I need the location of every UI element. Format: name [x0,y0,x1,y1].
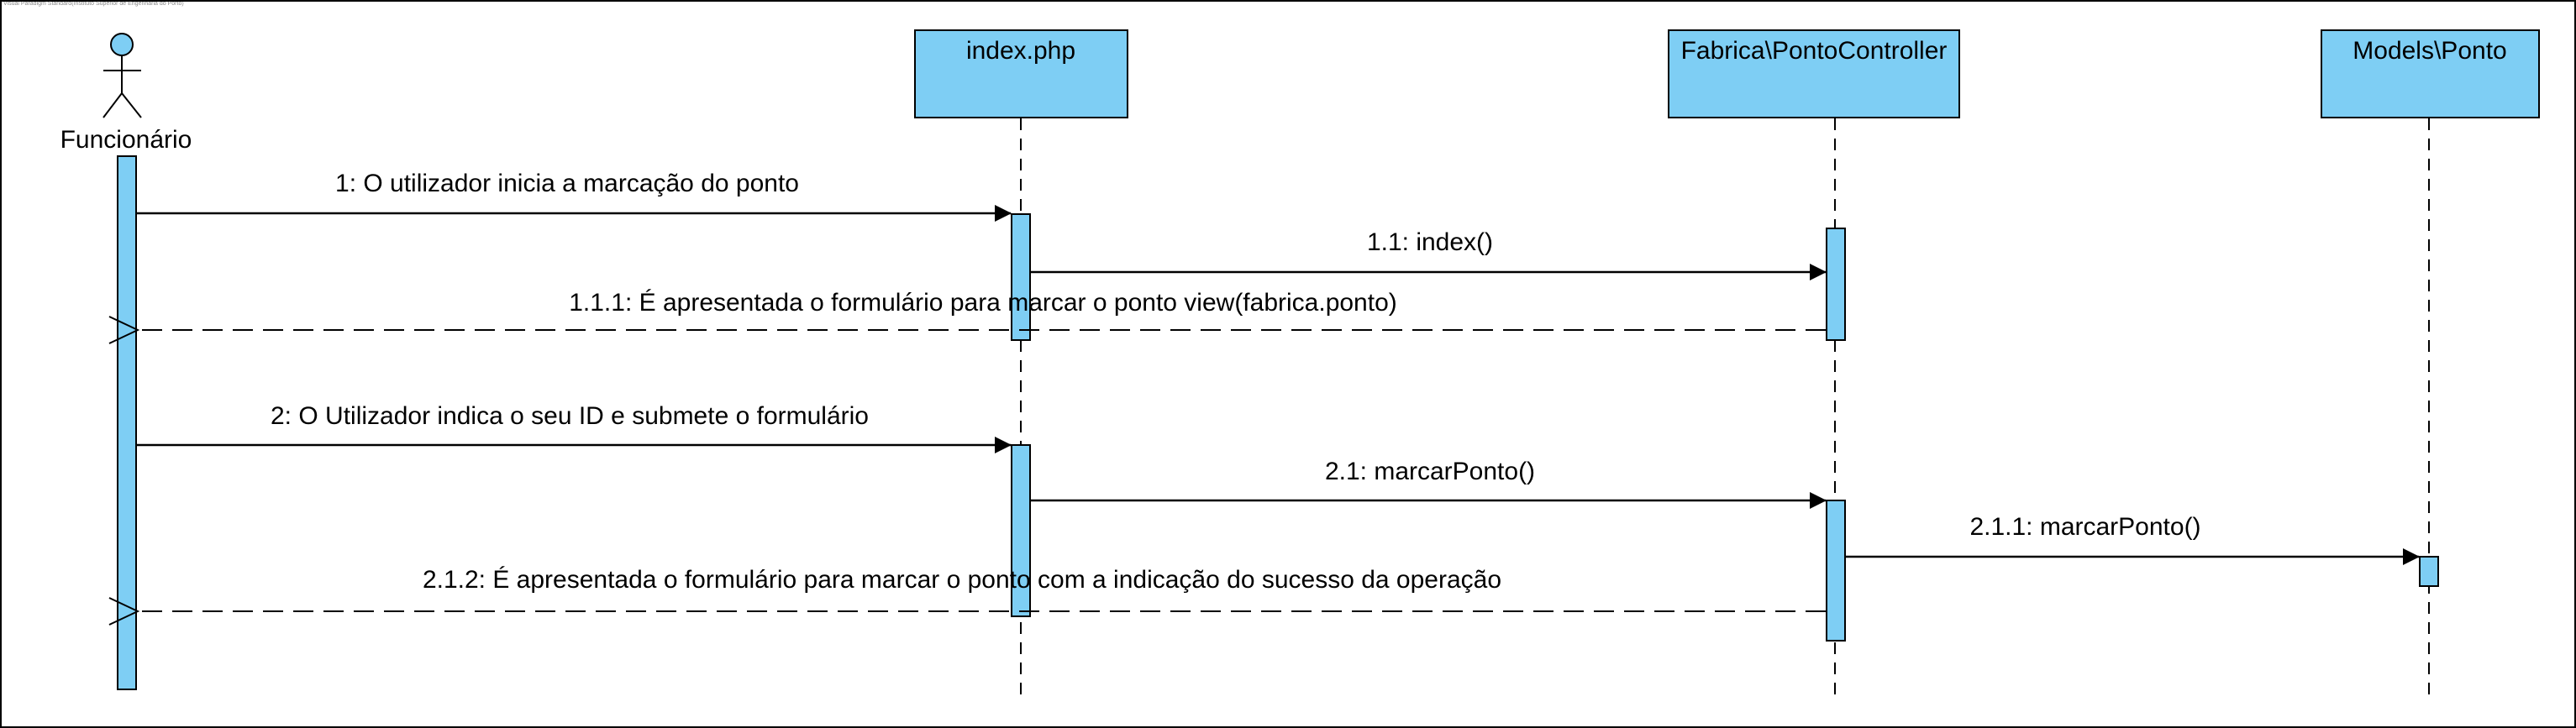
lifeline-label: Models\Ponto [2353,37,2506,65]
lifeline-index[interactable]: index.php [914,29,1128,118]
message-2-1[interactable]: 2.1: marcarPonto() [1031,458,1827,509]
activation-bar-index-1 [1011,213,1031,341]
message-1-1-1[interactable]: 1.1.1: É apresentada o formulário para m… [138,289,1826,330]
watermark: Visual Paradigm Standard(Instituto Super… [3,1,184,7]
lifeline-controller[interactable]: Fabrica\PontoController [1668,29,1960,118]
message-label: 2.1.1: marcarPonto() [1969,513,2200,541]
message-label: 2.1: marcarPonto() [1325,458,1535,485]
message-2-1-1[interactable]: 2.1.1: marcarPonto() [1846,513,2420,565]
actor-name: Funcionário [60,126,192,154]
message-1[interactable]: 1: O utilizador inicia a marcação do pon… [137,170,1012,222]
message-label: 1.1: index() [1367,228,1493,256]
activation-bar-index-2 [1011,444,1031,617]
lifeline-label: index.php [966,37,1075,65]
lifeline-label: Fabrica\PontoController [1681,37,1948,65]
lifeline-head-box [1668,29,1960,118]
message-label: 2.1.2: É apresentada o formulário para m… [423,566,1501,594]
message-label: 1: O utilizador inicia a marcação do pon… [335,170,799,197]
stick-figure-actor-icon [103,33,142,118]
actor-funcionario[interactable]: Funcionário [60,33,192,154]
message-2[interactable]: 2: O Utilizador indica o seu ID e submet… [137,402,1012,453]
activation-bar-controller-2 [1826,500,1846,642]
lifeline-model[interactable]: Models\Ponto [2321,29,2540,118]
message-2-1-2[interactable]: 2.1.2: É apresentada o formulário para m… [138,566,1826,611]
activation-bar-model [2419,556,2439,587]
message-label: 1.1.1: É apresentada o formulário para m… [569,289,1397,317]
message-1-1[interactable]: 1.1: index() [1031,228,1827,280]
activation-bar-controller-1 [1826,228,1846,341]
lifeline-head-box [914,29,1128,118]
message-label: 2: O Utilizador indica o seu ID e submet… [271,402,869,430]
activation-bar-actor [117,155,137,690]
lifeline-head-box [2321,29,2540,118]
